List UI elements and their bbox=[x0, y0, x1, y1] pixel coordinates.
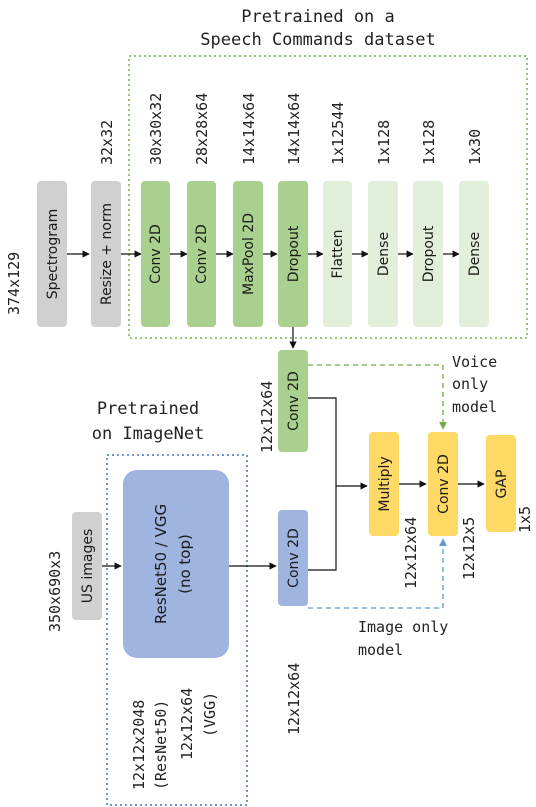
voice-conv2d-label: Conv 2D bbox=[286, 371, 302, 431]
gap-block bbox=[486, 435, 516, 532]
dense-1-block bbox=[368, 181, 398, 327]
resnet-out-dim-3: 12x12x64 bbox=[178, 688, 196, 760]
conv2d-1-block bbox=[141, 181, 170, 327]
spectrogram-dim: 374x129 bbox=[5, 252, 23, 315]
dropout-1-label: Dropout bbox=[286, 225, 302, 282]
gap-label: GAP bbox=[494, 470, 510, 499]
image-conv2d-block bbox=[278, 510, 308, 606]
resize-norm-block bbox=[91, 181, 121, 327]
speech-chain-arrows bbox=[67, 250, 460, 349]
speech-title-line1: Pretrained on a bbox=[241, 7, 395, 27]
resnet-out-dim-1: 12x12x2048 bbox=[130, 700, 148, 790]
fusion-conv2d-block bbox=[428, 432, 458, 536]
conv2d-1-label: Conv 2D bbox=[148, 224, 164, 284]
imagenet-title-line1: Pretrained bbox=[97, 399, 199, 419]
imagenet-title-line2: on ImageNet bbox=[92, 424, 205, 444]
conv2d-2-label: Conv 2D bbox=[194, 224, 210, 284]
spectrogram-label: Spectrogram bbox=[45, 209, 61, 299]
dropout-2-label: Dropout bbox=[421, 225, 437, 282]
fusion-conv2d-dim: 12x12x5 bbox=[460, 517, 478, 580]
dropout-2-block bbox=[413, 181, 443, 327]
dense-2-label: Dense bbox=[467, 232, 483, 276]
maxpool-label: MaxPool 2D bbox=[241, 213, 257, 295]
multiply-block bbox=[369, 432, 399, 536]
conv2d-2-dim: 28x28x64 bbox=[193, 93, 211, 165]
flatten-block bbox=[323, 181, 352, 327]
speech-title-line2: Speech Commands dataset bbox=[200, 30, 435, 50]
us-images-block bbox=[72, 512, 102, 620]
dense-1-label: Dense bbox=[376, 232, 392, 276]
image-only-note-2: model bbox=[358, 641, 403, 659]
conv2d-2-block bbox=[187, 181, 216, 327]
voice-only-arrow bbox=[308, 364, 447, 430]
voice-conv2d-dim: 12x12x64 bbox=[258, 381, 276, 453]
maxpool-dim: 14x14x64 bbox=[240, 93, 258, 165]
image-conv2d-label: Conv 2D bbox=[286, 528, 302, 588]
dense-1-dim: 1x128 bbox=[375, 120, 393, 165]
multiply-dim: 12x12x64 bbox=[402, 517, 420, 589]
voice-only-note-3: model bbox=[452, 398, 497, 416]
us-images-dim: 350x690x3 bbox=[46, 551, 64, 632]
dense-2-dim: 1x30 bbox=[466, 129, 484, 165]
resnet-out-dim-4: (VGG) bbox=[201, 692, 219, 737]
imagenet-pretrained-group bbox=[106, 454, 248, 806]
voice-only-note-2: only bbox=[452, 375, 488, 393]
fusion-conv2d-label: Conv 2D bbox=[436, 454, 452, 514]
dropout-1-dim: 14x14x64 bbox=[285, 93, 303, 165]
gap-dim: 1x5 bbox=[516, 506, 534, 533]
fusion-connections bbox=[102, 397, 485, 571]
dropout-1-block bbox=[278, 181, 308, 327]
conv2d-1-dim: 30x30x32 bbox=[147, 93, 165, 165]
resnet-vgg-label-line1: ResNet50 / VGG bbox=[152, 504, 170, 624]
resize-norm-label: Resize + norm bbox=[99, 203, 115, 305]
image-only-arrow bbox=[308, 538, 447, 609]
flatten-dim: 1x12544 bbox=[329, 102, 347, 165]
resnet-out-dim-2: (ResNet50) bbox=[152, 700, 170, 790]
maxpool-block bbox=[233, 181, 263, 327]
resize-dim: 32x32 bbox=[98, 120, 116, 165]
image-conv2d-dim: 12x12x64 bbox=[285, 663, 303, 735]
voice-only-note-1: Voice bbox=[452, 353, 497, 371]
image-only-note-1: Image only bbox=[358, 618, 448, 636]
dropout-2-dim: 1x128 bbox=[420, 120, 438, 165]
multiply-label: Multiply bbox=[377, 456, 393, 511]
flatten-label: Flatten bbox=[330, 230, 346, 279]
spectrogram-block bbox=[37, 181, 67, 327]
dense-2-block bbox=[459, 181, 489, 327]
us-images-label: US images bbox=[80, 529, 96, 603]
resnet-vgg-block bbox=[123, 470, 229, 658]
voice-conv2d-block bbox=[278, 350, 308, 452]
resnet-vgg-label-line2: (no top) bbox=[176, 534, 194, 594]
